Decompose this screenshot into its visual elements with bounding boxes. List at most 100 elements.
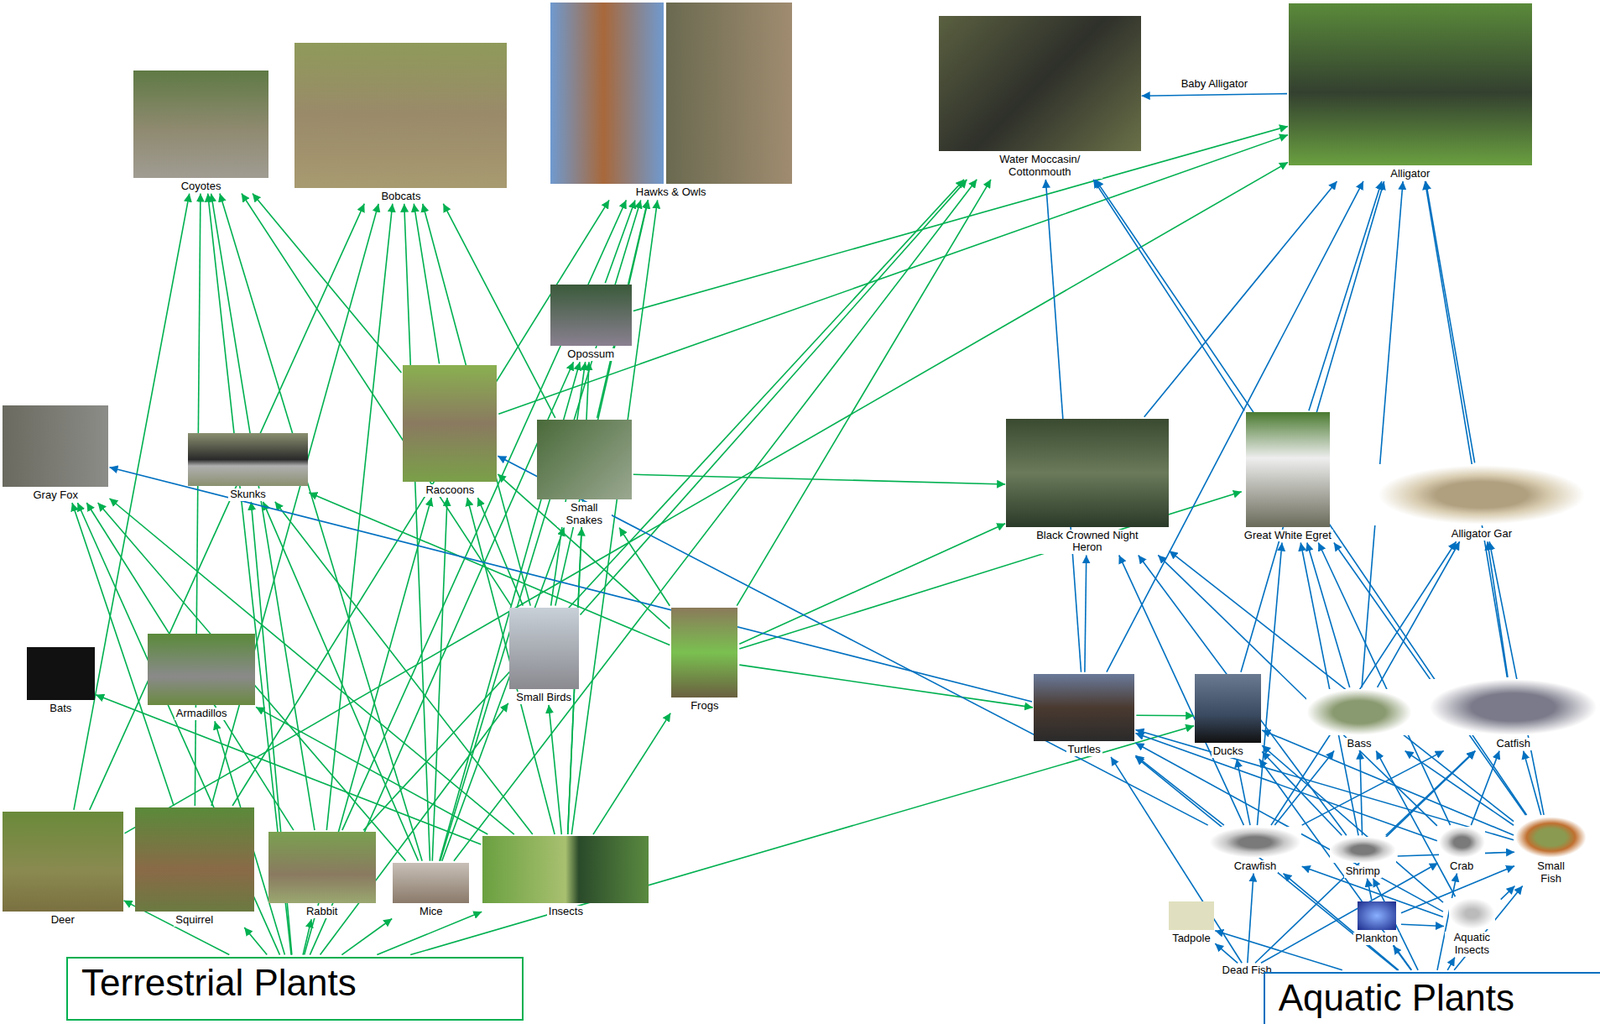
animal-photo bbox=[1438, 826, 1486, 857]
animal-photo bbox=[536, 419, 632, 500]
food-link bbox=[211, 193, 315, 831]
animal-node: Hawks & Owls bbox=[550, 2, 793, 199]
food-link bbox=[302, 918, 312, 954]
node-label: Shrimp bbox=[1344, 865, 1382, 878]
animal-photo bbox=[294, 42, 507, 188]
animal-photo bbox=[1288, 3, 1532, 166]
animal-node: Crab bbox=[1438, 826, 1486, 872]
animal-photo bbox=[1033, 673, 1135, 741]
food-link bbox=[1135, 733, 1437, 841]
animal-photo bbox=[133, 70, 269, 178]
food-link bbox=[320, 703, 509, 955]
animal-photo bbox=[187, 432, 309, 486]
node-label: Alligator bbox=[1388, 167, 1432, 181]
food-link bbox=[739, 664, 1033, 708]
food-link bbox=[1135, 755, 1224, 825]
food-link bbox=[633, 474, 1006, 485]
food-link bbox=[1386, 750, 1475, 836]
node-label: Skunks bbox=[228, 488, 268, 501]
food-link bbox=[1259, 758, 1413, 970]
plants-title: Aquatic Plants bbox=[1278, 976, 1515, 1020]
food-link bbox=[1366, 878, 1371, 900]
animal-node: Turtles bbox=[1033, 673, 1135, 756]
food-link bbox=[109, 498, 514, 834]
food-link bbox=[555, 199, 649, 605]
node-label: Raccoons bbox=[423, 484, 476, 497]
food-link bbox=[125, 161, 1289, 834]
node-label: Alligator Gar bbox=[1449, 527, 1514, 541]
node-label: Bobcats bbox=[379, 190, 423, 204]
food-link bbox=[244, 927, 267, 955]
food-link bbox=[739, 523, 1006, 645]
animal-photo bbox=[1515, 816, 1587, 858]
node-label: Ducks bbox=[1211, 745, 1246, 758]
food-link bbox=[1144, 181, 1338, 417]
edge-label: Baby Alligator bbox=[1179, 78, 1251, 91]
food-link bbox=[410, 725, 1194, 955]
animal-node: Deer bbox=[2, 811, 124, 927]
animal-node: Armadillos bbox=[147, 633, 256, 720]
food-link bbox=[1523, 750, 1542, 815]
animal-photo bbox=[2, 811, 124, 912]
node-label: Water Moccasin/ Cottonmouth bbox=[976, 153, 1103, 179]
animal-node: Small Fish bbox=[1515, 816, 1587, 886]
animal-node: Bats bbox=[26, 646, 95, 715]
node-label: Opossum bbox=[565, 348, 616, 361]
animal-node: Alligator bbox=[1288, 3, 1532, 181]
food-link bbox=[604, 199, 636, 283]
animal-node: Black Crowned Night Heron bbox=[1005, 418, 1168, 555]
animal-node: Catfish bbox=[1428, 678, 1598, 751]
animal-photo bbox=[1245, 411, 1330, 527]
node-label: Rabbit bbox=[304, 905, 340, 918]
plants-box: Terrestrial Plants bbox=[66, 956, 524, 1021]
food-link bbox=[1470, 750, 1500, 826]
food-link bbox=[1425, 181, 1475, 463]
animal-node: Small Birds bbox=[509, 607, 579, 704]
food-link bbox=[1236, 758, 1251, 825]
animal-node: Water Moccasin/ Cottonmouth bbox=[938, 15, 1142, 178]
animal-node: Crawfish bbox=[1209, 826, 1301, 872]
food-link bbox=[1247, 873, 1254, 964]
node-label: Aquatic Insects bbox=[1444, 931, 1500, 957]
node-label: Frogs bbox=[688, 699, 720, 713]
animal-node: Tadpole bbox=[1168, 901, 1215, 945]
food-link bbox=[86, 502, 294, 830]
food-link bbox=[736, 179, 991, 606]
animal-node: Rabbit bbox=[268, 831, 376, 918]
food-link bbox=[619, 527, 670, 606]
node-label: Turtles bbox=[1066, 743, 1103, 756]
food-link bbox=[1377, 541, 1460, 688]
food-link bbox=[1261, 729, 1514, 835]
animal-photo bbox=[26, 646, 95, 700]
food-link bbox=[1308, 181, 1382, 411]
food-link bbox=[1500, 885, 1516, 899]
food-link bbox=[1283, 873, 1399, 970]
animal-photo bbox=[1209, 826, 1301, 857]
animal-photo bbox=[1168, 901, 1215, 930]
node-label: Squirrel bbox=[173, 913, 215, 927]
node-label: Mice bbox=[417, 905, 444, 918]
animal-node: Great White Egret bbox=[1242, 411, 1334, 542]
animal-photo bbox=[1448, 897, 1496, 928]
animal-photo bbox=[550, 2, 793, 184]
node-label: Black Crowned Night Heron bbox=[1028, 529, 1147, 555]
food-link bbox=[326, 203, 392, 830]
food-link bbox=[1401, 923, 1444, 926]
animal-node: Aquatic Insects bbox=[1444, 897, 1500, 956]
node-label: Insects bbox=[547, 905, 585, 918]
food-link bbox=[341, 918, 392, 955]
animal-photo bbox=[2, 405, 109, 487]
food-link bbox=[263, 501, 419, 861]
animal-node: Alligator Gar bbox=[1374, 463, 1589, 541]
animal-photo bbox=[1329, 836, 1397, 862]
food-link bbox=[593, 713, 671, 834]
node-label: Coyotes bbox=[179, 180, 224, 193]
food-link bbox=[1487, 541, 1508, 678]
animal-node: Shrimp bbox=[1329, 836, 1397, 877]
animal-photo bbox=[1357, 901, 1397, 930]
animal-photo bbox=[1306, 688, 1413, 735]
animal-node: Raccoons bbox=[402, 364, 497, 497]
animal-node: Bobcats bbox=[294, 42, 507, 204]
